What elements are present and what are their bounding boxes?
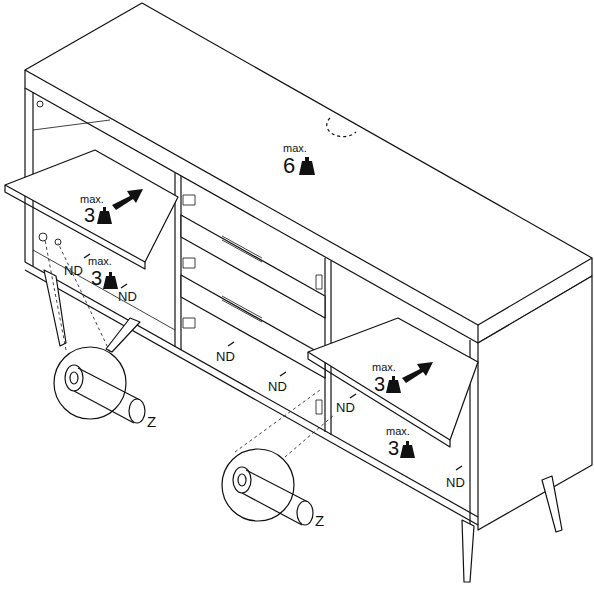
shelf bbox=[308, 318, 478, 440]
screw-code: ND bbox=[64, 264, 83, 277]
weight-limit-prefix: max. bbox=[80, 194, 104, 205]
pin-detail bbox=[54, 347, 313, 525]
part-letter: Z bbox=[147, 414, 156, 429]
leader-line bbox=[45, 240, 334, 457]
drawer-front bbox=[181, 275, 325, 378]
top-edge bbox=[591, 258, 592, 276]
screw-code: ND bbox=[268, 380, 287, 393]
screw-code: ND bbox=[118, 290, 137, 303]
weight-limit-value: 3 bbox=[84, 205, 95, 225]
weight-limit-prefix: max. bbox=[386, 426, 410, 437]
screw-code: ND bbox=[216, 350, 235, 363]
drawer-slide bbox=[183, 195, 322, 414]
hinge bbox=[37, 101, 61, 245]
side-edge bbox=[24, 88, 25, 262]
shelf-edge bbox=[5, 185, 145, 269]
inner-edge bbox=[33, 120, 110, 130]
bottom-edge bbox=[25, 262, 478, 517]
weight-limit-value: 6 bbox=[283, 155, 295, 177]
bottom-edge bbox=[25, 270, 478, 525]
part-letter: Z bbox=[315, 513, 324, 528]
divider bbox=[180, 176, 181, 350]
screw-mark bbox=[84, 254, 462, 470]
weight-limit-prefix: max. bbox=[283, 143, 307, 154]
side-panel bbox=[478, 276, 592, 530]
cable-hole bbox=[327, 118, 356, 137]
top-edge bbox=[25, 70, 478, 343]
screw-code: ND bbox=[336, 401, 355, 414]
leg bbox=[44, 270, 562, 582]
weight-limit-value: 3 bbox=[91, 268, 102, 288]
weight-limit-value: 3 bbox=[388, 438, 399, 458]
weight-icon bbox=[97, 157, 415, 458]
weight-limit-prefix: max. bbox=[88, 256, 112, 267]
screw-code: ND bbox=[446, 476, 465, 489]
push-arrow bbox=[112, 189, 433, 383]
shelf-edge bbox=[308, 352, 450, 447]
weight-limit-prefix: max. bbox=[372, 362, 396, 373]
weight-limit-value: 3 bbox=[374, 374, 385, 394]
